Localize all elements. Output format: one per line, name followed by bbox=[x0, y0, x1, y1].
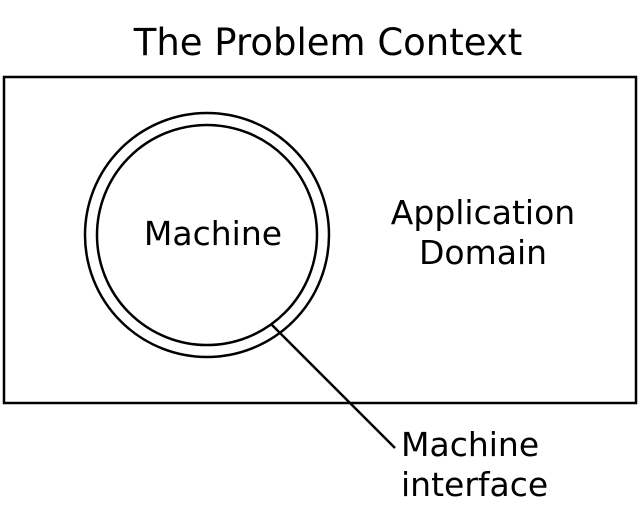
machine-interface-leader-line bbox=[270, 323, 396, 449]
machine-outer-circle bbox=[83, 111, 331, 359]
machine-inner-circle bbox=[95, 123, 319, 347]
machine-label: Machine bbox=[144, 214, 282, 253]
machine-interface-label-line1: Machine bbox=[401, 425, 539, 464]
page-title: The Problem Context bbox=[133, 21, 523, 64]
application-domain-label-line2: Domain bbox=[419, 233, 547, 272]
machine-interface-label-line2: interface bbox=[401, 465, 548, 504]
problem-context-frame bbox=[2, 75, 638, 405]
application-domain-label-line1: Application bbox=[391, 193, 575, 232]
